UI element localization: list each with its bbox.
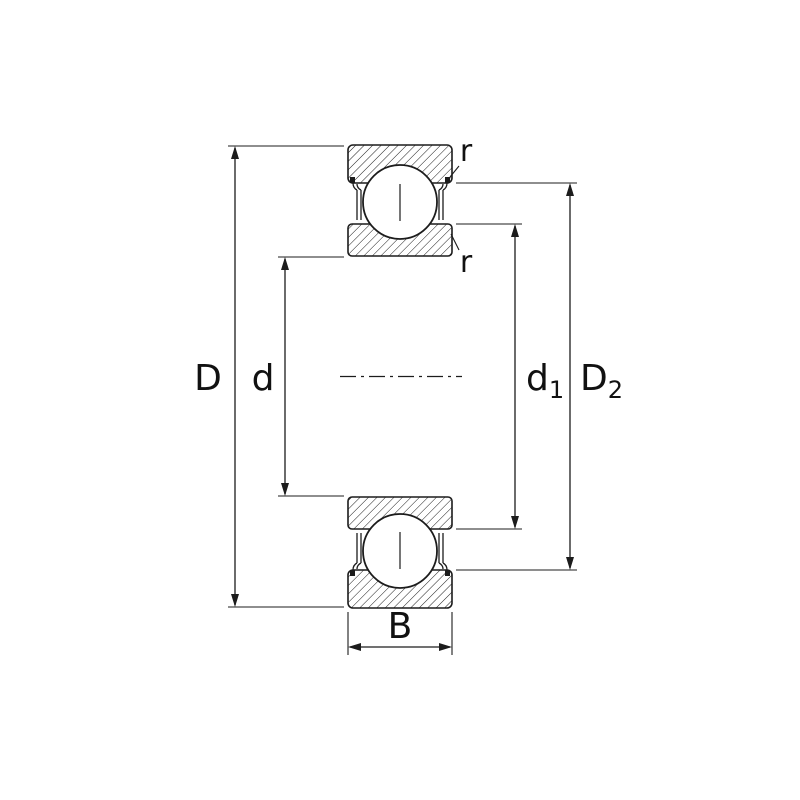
bearing-bottom-section (347, 496, 453, 609)
label-d1-main: d (526, 358, 549, 399)
arrowhead-d1-bottom (511, 516, 519, 529)
arrowhead-B-left (348, 643, 361, 651)
shield-groove-top-left (350, 177, 355, 183)
label-D2-sub: 2 (608, 376, 623, 404)
label-D2: D2 (580, 358, 623, 404)
label-d1: d1 (526, 358, 564, 404)
shield-groove-top-right (445, 177, 450, 183)
leader-line-r-top (449, 165, 460, 178)
dimension-d: d (252, 256, 344, 497)
dimension-B: B (347, 606, 453, 655)
arrowhead-d-top (281, 257, 289, 270)
corner-radius-annotations: r r (449, 134, 473, 280)
label-r-top: r (460, 134, 473, 169)
dimension-D2: D2 (456, 182, 623, 571)
bearing-top-section (347, 144, 453, 257)
label-d: d (252, 358, 275, 399)
arrowhead-D2-top (566, 183, 574, 196)
arrowhead-D-bottom (231, 594, 239, 607)
label-D2-main: D (580, 358, 608, 399)
dimension-d1: d1 (456, 223, 564, 530)
arrowhead-D2-bottom (566, 557, 574, 570)
shield-bottom-left (352, 533, 362, 571)
label-D: D (194, 358, 222, 399)
label-r-bottom: r (460, 245, 473, 280)
shield-top-left (352, 182, 362, 220)
arrowhead-D-top (231, 146, 239, 159)
dimension-D: D (194, 145, 344, 608)
arrowhead-d-bottom (281, 483, 289, 496)
leader-line-r-bottom (450, 233, 460, 251)
shield-groove-bottom-left (350, 570, 355, 576)
label-B: B (388, 606, 413, 647)
shield-groove-bottom-right (445, 570, 450, 576)
arrowhead-B-right (439, 643, 452, 651)
shield-bottom-right (438, 533, 448, 571)
shield-top-right (438, 182, 448, 220)
arrowhead-d1-top (511, 224, 519, 237)
label-d1-sub: 1 (549, 376, 564, 404)
